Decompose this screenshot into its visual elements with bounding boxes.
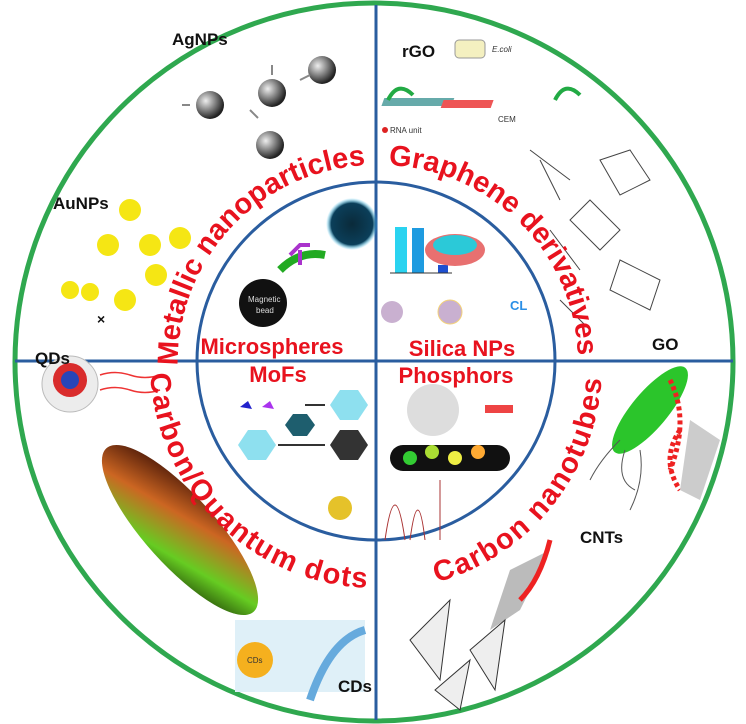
qds-illustration	[41, 355, 161, 413]
label-phosphors: Phosphors	[399, 363, 514, 388]
label-silica-nps: Silica NPs	[409, 336, 515, 361]
magnetic-bead-image	[239, 279, 287, 327]
antibody-icon	[288, 243, 310, 265]
inner-ring	[195, 180, 557, 542]
label-cds: CDs	[338, 677, 372, 696]
rna-unit-text: RNA unit	[390, 126, 422, 135]
silica-bar-chart-image	[390, 227, 485, 274]
label-microspheres: Microspheres	[200, 334, 343, 359]
aunps-illustration	[61, 199, 191, 311]
label-agnps: AgNPs	[172, 30, 228, 49]
cds-badge-text: CDs	[247, 656, 263, 665]
magnetic-bead-text-2: bead	[256, 306, 274, 315]
microsphere-glow-image	[326, 198, 378, 250]
label-mofs: MoFs	[249, 362, 306, 387]
label-go: GO	[652, 335, 678, 354]
cnts-illustration	[409, 539, 553, 711]
label-qds: QDs	[35, 349, 70, 368]
rgo-illustration: RNA unit E.coli CEM	[381, 39, 582, 135]
label-cnts: CNTs	[580, 528, 623, 547]
bacterium-illustration	[589, 366, 720, 511]
cl-text: CL	[510, 298, 527, 313]
cds-illustration: CDs	[235, 620, 367, 702]
label-aunps: AuNPs	[53, 194, 109, 213]
magnetic-bead-text: Magnetic	[248, 295, 280, 304]
times-symbol: ×	[97, 311, 105, 327]
phosphor-scheme-image	[384, 384, 513, 541]
silica-cl-scheme-image: CL	[381, 298, 527, 325]
go-illustration	[529, 149, 661, 331]
ecoli-text: E.coli	[492, 45, 512, 54]
agnps-illustration	[182, 56, 336, 159]
mof-scheme-image	[238, 390, 368, 520]
cem-text: CEM	[498, 115, 516, 124]
quantum-dot-glow-image	[101, 444, 259, 616]
label-rgo: rGO	[402, 42, 435, 61]
